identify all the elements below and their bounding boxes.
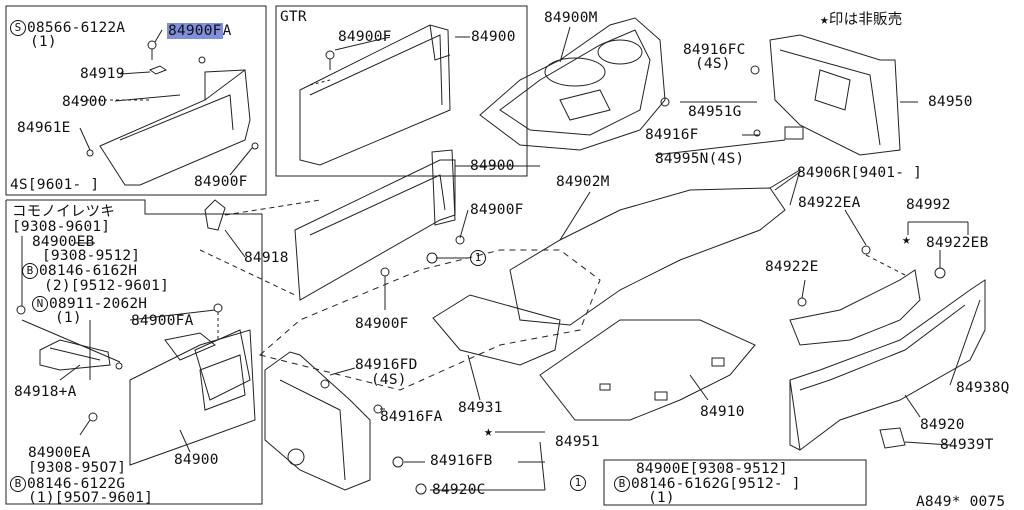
- trim-panel-komono: [16, 303, 256, 466]
- label-84951g: 84951G: [688, 104, 742, 120]
- label-84900eb-range: [9308-9512]: [42, 248, 141, 264]
- label-84900f-inset: 84900F: [194, 174, 248, 190]
- label-84900ea-range: [9308-95O7]: [28, 460, 127, 476]
- label-84951: 84951: [555, 434, 600, 450]
- label-84916fc: 84916FC: [683, 42, 746, 58]
- note-box: [603, 459, 867, 506]
- star-84992: ★: [902, 232, 911, 248]
- label-84918: 84918: [244, 250, 289, 266]
- label-84995n: 84995N(4S): [655, 151, 745, 167]
- label-84992: 84992: [906, 197, 951, 213]
- label-08146-6162h-qty: (2)[9512-9601]: [44, 278, 170, 294]
- label-84900fa: 84900FA: [131, 313, 194, 329]
- label-84922e: 84922E: [765, 259, 819, 275]
- circle-b-icon: B: [22, 263, 38, 279]
- label-84950: 84950: [928, 94, 973, 110]
- label-08146-6122g-qty: (1)[95O7-9601]: [28, 490, 154, 506]
- label-84900f-gtr: 84900F: [338, 29, 392, 45]
- label-84902m: 84902M: [556, 174, 610, 190]
- trunk-trim-84938q: [789, 245, 986, 451]
- label-84900fa-highlight: 84900FA: [167, 23, 232, 39]
- label-84910: 84910: [700, 404, 745, 420]
- label-84900-gtr: 84900: [471, 29, 516, 45]
- trim-panel-gtr: [299, 24, 451, 166]
- label-84900m: 84900M: [544, 10, 598, 26]
- floor-mat-84902m: [509, 168, 801, 326]
- label-84920c: 84920C: [432, 482, 486, 498]
- inset-box-gtr: [275, 5, 528, 177]
- floor-carpet-84900m: [479, 17, 666, 151]
- rear-side-panel-84950: [660, 34, 901, 156]
- label-4s-a: (4S): [695, 56, 731, 72]
- highlighted-part-number: 84900F: [167, 23, 223, 39]
- label-komono: コモノイレツキ: [12, 204, 115, 220]
- leader-lines: [21, 26, 981, 491]
- label-gtr: GTR: [280, 9, 307, 25]
- label-84961e: 84961E: [17, 120, 71, 136]
- circle-b2-icon: B: [10, 476, 26, 492]
- label-84900-komono: 84900: [174, 452, 219, 468]
- label-84916fd: 84916FD: [355, 357, 418, 373]
- star-84951: ★: [484, 424, 493, 440]
- label-84916fb: 84916FB: [430, 453, 493, 469]
- note-line-1: 84900E[9308-9512]: [636, 461, 788, 477]
- label-84919: 84919: [80, 66, 125, 82]
- side-panel-84918: [199, 149, 465, 301]
- label-4s-range: 4S[9601- ]: [10, 177, 100, 193]
- label-84920: 84920: [920, 417, 965, 433]
- label-08911-qty: (1): [55, 310, 82, 326]
- label-84916fa: 84916FA: [380, 409, 443, 425]
- label-84922ea: 84922EA: [798, 195, 861, 211]
- label-not-for-sale-note: ★印は非販売: [820, 12, 903, 28]
- dashed-outline: [258, 249, 601, 391]
- label-komono-range: [9308-9601]: [12, 219, 111, 235]
- circle-s-icon: S: [10, 20, 26, 36]
- circle-1-ref: 1: [470, 250, 487, 266]
- label-84900f-main: 84900F: [470, 202, 524, 218]
- label-4s-b: (4S): [371, 372, 407, 388]
- label-84900eb: 84900EB: [32, 234, 95, 250]
- label-84900ea: 84900EA: [28, 445, 91, 461]
- diagram-code: A849* 0075: [916, 494, 1006, 510]
- circle-n-icon: N: [32, 296, 48, 312]
- circle-1-note: 1: [570, 475, 587, 491]
- label-84900f-lower: 84900F: [355, 316, 409, 332]
- note-line-3: (1): [648, 490, 675, 506]
- inset-box-komono: [5, 199, 263, 505]
- rear-trim-84951: [264, 351, 427, 495]
- circle-1-note-icon: 1: [570, 475, 586, 491]
- label-84939t: 84939T: [940, 437, 994, 453]
- inset-box-4s: [5, 5, 267, 196]
- label-84931: 84931: [458, 400, 503, 416]
- label-84916f: 84916F: [645, 127, 699, 143]
- label-84922eb: 84922EB: [926, 235, 989, 251]
- label-84900-main: 84900: [470, 158, 515, 174]
- label-84938q: 84938Q: [956, 380, 1010, 396]
- circle-1-icon: 1: [470, 250, 486, 266]
- trim-84931: [432, 294, 561, 366]
- label-84906r: 84906R[9401- ]: [797, 165, 923, 181]
- trim-panel-4s: [80, 40, 259, 186]
- label-84918a: 84918+A: [14, 384, 77, 400]
- circle-b-note-icon: B: [614, 476, 630, 492]
- label-qty-1: (1): [30, 34, 57, 50]
- label-84900-inset: 84900: [62, 94, 107, 110]
- trunk-mat-84910: [539, 319, 756, 421]
